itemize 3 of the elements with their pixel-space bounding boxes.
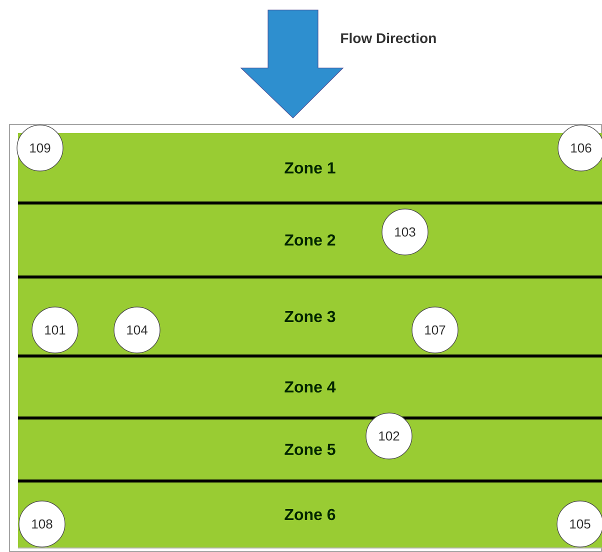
direction-label: Flow Direction xyxy=(341,32,436,44)
zone-band: Zone 4 xyxy=(18,356,602,418)
node-label: 106 xyxy=(571,143,592,153)
